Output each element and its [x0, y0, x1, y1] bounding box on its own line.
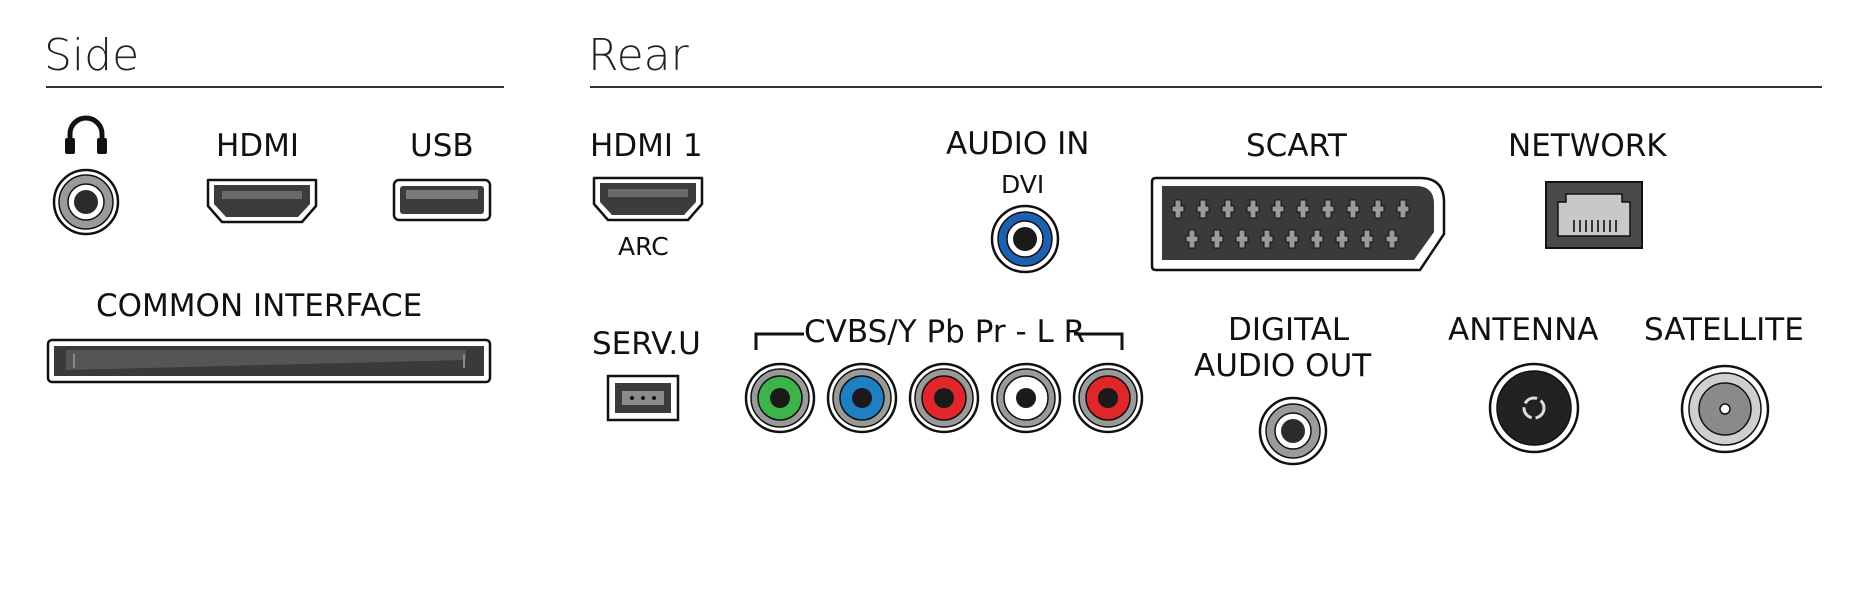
scart-pins — [1171, 199, 1410, 249]
scart-pin — [1221, 199, 1235, 219]
scart-pin — [1335, 229, 1349, 249]
scart-pin — [1285, 229, 1299, 249]
headphone-jack[interactable] — [52, 168, 120, 236]
scart-pin — [1260, 229, 1274, 249]
scart-pin — [1296, 199, 1310, 219]
scart-pin — [1385, 229, 1399, 249]
audio-in-sublabel: DVI — [1001, 170, 1045, 199]
side-usb-port[interactable] — [392, 178, 492, 222]
audio-in-label: AUDIO IN — [946, 126, 1090, 162]
serv-u-label: SERV.U — [592, 326, 701, 362]
scart-pin — [1210, 229, 1224, 249]
common-interface-label: COMMON INTERFACE — [96, 288, 423, 324]
scart-pin — [1321, 199, 1335, 219]
satellite-port[interactable] — [1680, 364, 1770, 454]
digital-audio-out-label-line1: DIGITAL — [1228, 312, 1350, 348]
rear-hdmi1-sublabel: ARC — [618, 232, 669, 261]
antenna-port[interactable] — [1488, 362, 1580, 454]
digital-audio-out-label-line2: AUDIO OUT — [1194, 348, 1372, 384]
scart-pin — [1396, 199, 1410, 219]
scart-label: SCART — [1246, 128, 1347, 164]
network-label: NETWORK — [1508, 128, 1667, 164]
side-hdmi-port[interactable] — [204, 176, 320, 226]
rca-jack-red-pr[interactable] — [908, 362, 980, 434]
scart-pin — [1310, 229, 1324, 249]
satellite-label: SATELLITE — [1644, 312, 1804, 348]
scart-pin — [1246, 199, 1260, 219]
side-hdmi-label: HDMI — [216, 128, 300, 164]
scart-pin — [1371, 199, 1385, 219]
rca-jack-green[interactable] — [744, 362, 816, 434]
rear-section-rule — [590, 86, 1822, 88]
network-port[interactable] — [1544, 180, 1644, 250]
scart-port[interactable] — [1150, 174, 1450, 274]
common-interface-slot[interactable] — [46, 338, 492, 384]
digital-audio-out-jack[interactable] — [1258, 396, 1328, 466]
headphone-icon — [65, 115, 107, 154]
cvbs-label: CVBS/Y Pb Pr - L R — [804, 314, 1086, 350]
serv-u-port[interactable] — [606, 374, 680, 422]
rear-hdmi1-label: HDMI 1 — [590, 128, 703, 164]
scart-pin — [1271, 199, 1285, 219]
antenna-label: ANTENNA — [1448, 312, 1599, 348]
rca-jack-red-r[interactable] — [1072, 362, 1144, 434]
rear-section-title: Rear — [588, 30, 689, 81]
rca-jack-white-l[interactable] — [990, 362, 1062, 434]
scart-pin — [1196, 199, 1210, 219]
side-section-title: Side — [44, 30, 140, 81]
scart-pin — [1185, 229, 1199, 249]
rca-jack-blue[interactable] — [826, 362, 898, 434]
scart-pin — [1360, 229, 1374, 249]
scart-pin — [1171, 199, 1185, 219]
scart-pin — [1235, 229, 1249, 249]
rear-hdmi1-port[interactable] — [590, 174, 706, 224]
scart-pin — [1346, 199, 1360, 219]
side-usb-label: USB — [410, 128, 474, 164]
cvbs-bracket — [754, 332, 1124, 350]
audio-in-jack[interactable] — [990, 204, 1060, 274]
side-section-rule — [46, 86, 504, 88]
